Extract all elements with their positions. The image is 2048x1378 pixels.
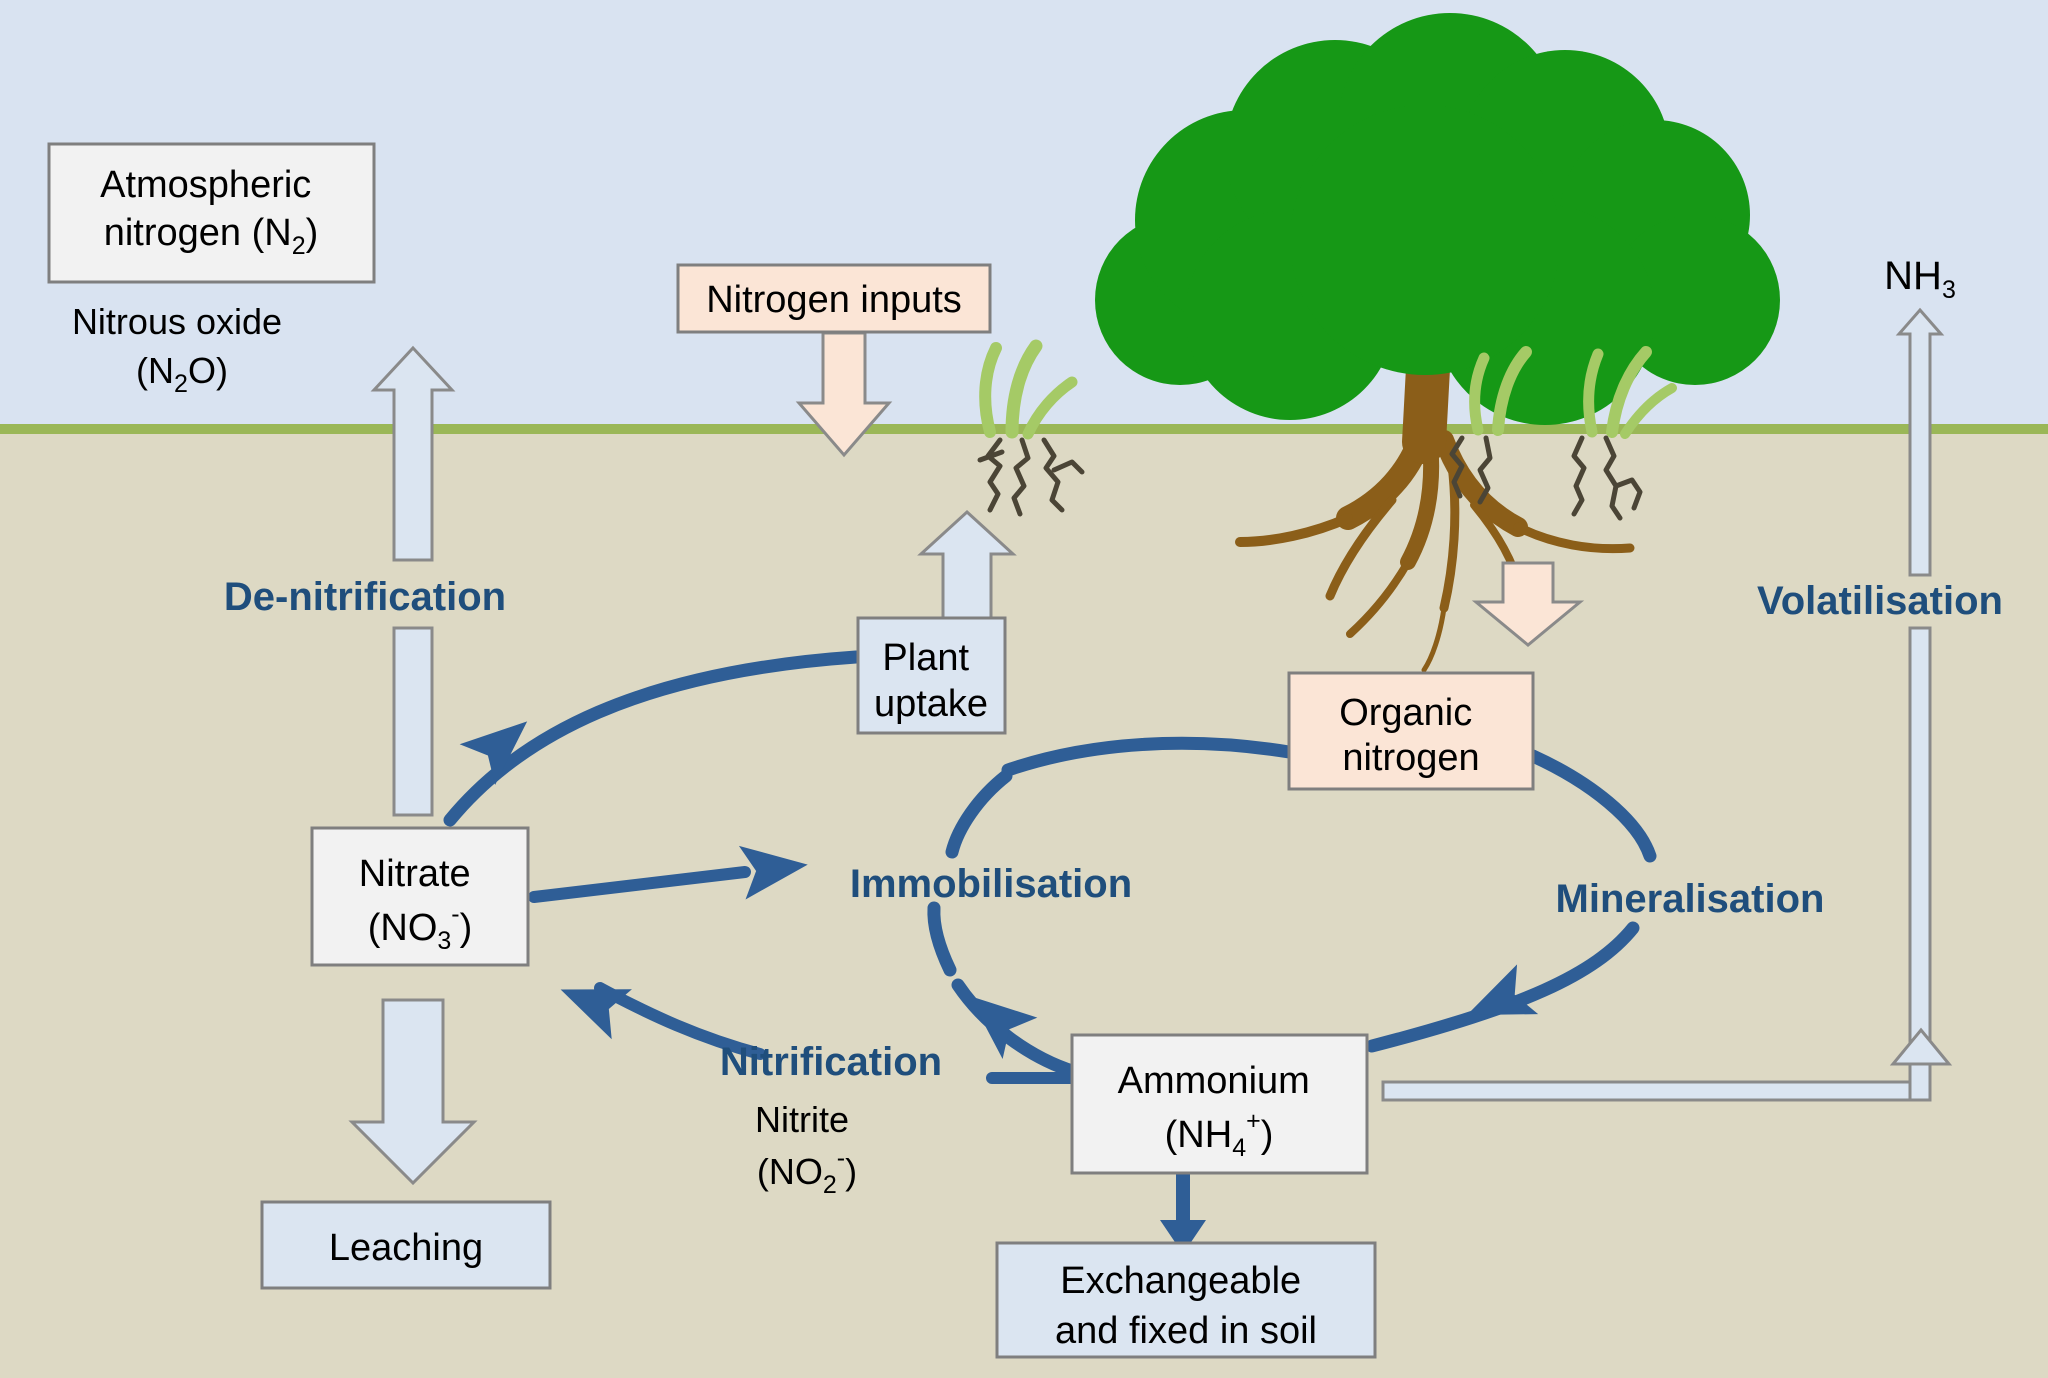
nitrification-label: Nitrification (720, 1040, 942, 1084)
volatilisation-arrow-head (1895, 307, 1945, 577)
nitrogen-inputs-label: Nitrogen inputs (706, 279, 962, 321)
cycle-top-arc (1001, 736, 1296, 777)
mineralisation-arrowhead (1466, 964, 1539, 1016)
cycle-right-arc-lower (1365, 921, 1640, 1053)
leaching-down-arrow (348, 998, 478, 1186)
grass-tufts (979, 339, 1677, 440)
nitrite-label: Nitrite (NO2-) (755, 1099, 859, 1199)
nitrogen-inputs-down-arrow (795, 331, 893, 458)
block-arrows (348, 307, 1953, 1254)
immobilisation-label: Immobilisation (850, 862, 1132, 906)
leaching-box (260, 1200, 552, 1290)
volatilisation-arrow-shaft (1908, 626, 1932, 1102)
ammonium-box (1070, 1033, 1369, 1175)
exchangeable-box (995, 1241, 1377, 1359)
tree-illustration (1095, 13, 1780, 673)
volatilisation-pipe-horizontal (1381, 1080, 1932, 1102)
diagram-boxes: Atmospheric nitrogen (N2) Nitrogen input… (47, 142, 1535, 1359)
tree-canopy (1095, 13, 1780, 425)
organic-nitrogen-label: Organic nitrogen (1339, 692, 1483, 779)
ammonium-to-exchangeable-arrow (1160, 1173, 1206, 1254)
nh3-label: NH3 (1884, 254, 1956, 304)
immobilisation-arrowhead (738, 845, 808, 900)
plant-uptake-label: Plant uptake (874, 637, 988, 725)
leaching-label: Leaching (329, 1227, 483, 1269)
organic-nitrogen-box (1287, 671, 1535, 791)
floating-labels: Nitrous oxide (N2O) NH3 De-nitrification… (72, 254, 2003, 1199)
cycle-curves (443, 650, 1657, 1084)
exchangeable-label: Exchangeable and fixed in soil (1055, 1260, 1317, 1352)
nitrate-to-plant-uptake-curve (443, 650, 863, 827)
denitrification-arrow-head (370, 345, 456, 562)
denitrification-label: De-nitrification (224, 575, 506, 619)
grass-roots (977, 435, 1643, 521)
nitrogen-inputs-box (676, 263, 992, 334)
nitrate-box (310, 826, 530, 967)
immobilisation-arrow-line (528, 866, 751, 903)
volatilisation-elbow-arrowhead (1889, 1027, 1953, 1066)
nitrate-label: Nitrate (NO3-) (359, 853, 481, 955)
organic-nitrogen-down-arrow (1471, 561, 1585, 647)
volatilisation-label: Volatilisation (1757, 579, 2003, 623)
denitrification-arrow-shaft (392, 626, 434, 817)
plant-uptake-box (856, 616, 1007, 735)
cycle-arrowheads (459, 721, 1539, 1059)
plant-uptake-arrowhead (459, 721, 528, 786)
ground-line (0, 424, 2048, 434)
atmospheric-nitrogen-box (47, 142, 376, 284)
left-arc-arrowhead (969, 995, 1038, 1059)
nitrification-arrowhead (560, 989, 632, 1040)
cycle-left-arc-upper (945, 769, 1013, 859)
atmospheric-nitrogen-label: Atmospheric nitrogen (N2) (100, 164, 322, 260)
cycle-left-arc-mid (927, 901, 957, 977)
ammonium-label: Ammonium (NH4+) (1118, 1060, 1321, 1162)
mineralisation-label: Mineralisation (1556, 877, 1825, 921)
cycle-left-arc-lower (951, 978, 1082, 1079)
nitrous-oxide-label: Nitrous oxide (N2O) (72, 301, 292, 398)
cycle-right-arc-upper (1526, 749, 1657, 863)
